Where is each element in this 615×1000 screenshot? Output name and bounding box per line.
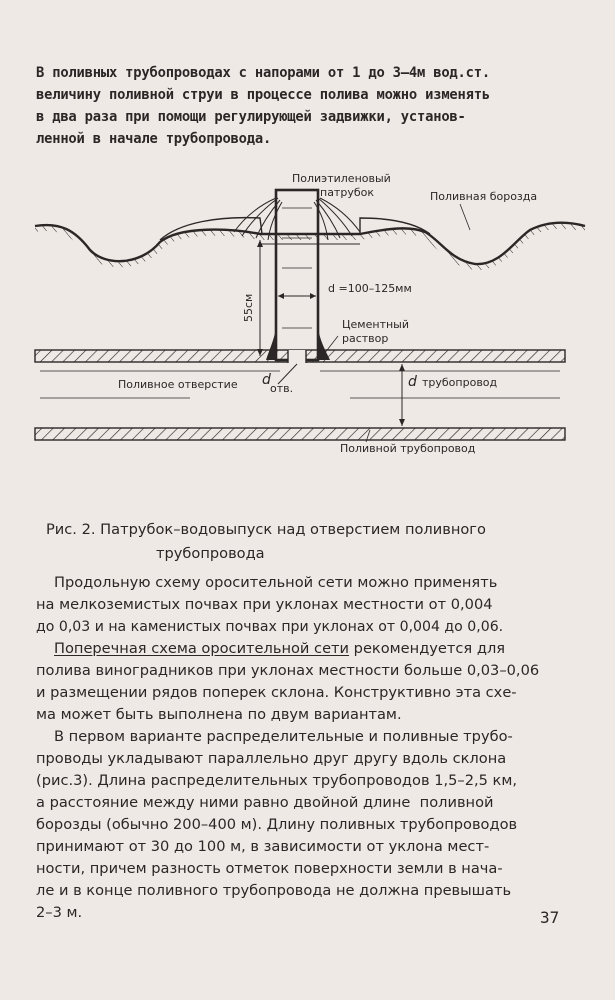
label-d-hole: d [262,372,271,388]
pipeline-water [40,370,560,399]
label-d-hole-sub: отв. [270,382,293,395]
label-diameter: d =100–125мм [328,282,412,295]
label-cement-1: Цементный [342,318,409,331]
page-number: 37 [540,908,560,927]
text-line: проводы укладывают параллельно друг друг… [36,750,507,767]
text-line: принимают от 30 до 100 м, в зависимости … [36,838,490,855]
ground-hatching [35,222,585,271]
paragraph-longitudinal: Продольную схему оросительной сети можно… [36,572,584,638]
text-line: а расстояние между ними равно двойной дл… [36,794,494,811]
text-line: В первом варианте распределительные и по… [54,728,513,745]
pipe-water-lines [282,207,312,329]
label-hole: Поливное отверстие [118,378,238,391]
label-patrubok: патрубок [320,186,374,199]
label-polyethylene: Полиэтиленовый [292,172,391,185]
text-line: ности, причем разность отметок поверхнос… [36,860,503,877]
text-line: борозды (обычно 200–400 м). Длину поливн… [36,816,518,833]
text-line: ма может быть выполнена по двум варианта… [36,706,402,723]
text-line: и размещении рядов поперек склона. Конст… [36,684,517,701]
label-pipeline-d: d [408,374,417,390]
outlet-pipe [274,188,320,362]
text-line: Продольную схему оросительной сети можно… [54,574,498,591]
label-pipeline-main: Поливной трубопровод [340,442,476,455]
text-line: Поперечная схема оросительной сети реком… [54,640,506,657]
mound-right [359,217,431,235]
paragraph-transverse: Поперечная схема оросительной сети реком… [36,638,584,726]
paragraph-first-variant: В первом варианте распределительные и по… [36,726,584,924]
underlined-term: Поперечная схема оросительной сети [54,640,350,657]
label-pipeline: трубопровод [422,376,498,389]
text-line: 2–3 м. [36,904,83,921]
text-line: (рис.3). Длина распределительных трубопр… [36,772,518,789]
figure-pipe-outlet-diagram: 55см Полиэтиленовый патрубок Поливная бо… [34,172,586,455]
height-label: 55см [242,294,255,322]
figure-caption: Рис. 2. Патрубок–водовыпуск над отверсти… [46,518,576,566]
text-line: ленной в начале трубопровода. [36,131,272,147]
caption-line: Рис. 2. Патрубок–водовыпуск над отверсти… [46,521,486,538]
text-line: величину поливной струи в процессе полив… [36,87,490,103]
label-cement-2: раствор [342,332,388,345]
text-line: полива виноградников при уклонах местнос… [36,662,540,679]
text-line: в два раза при помощи регулирующей задви… [36,109,466,125]
intro-paragraph: В поливных трубопроводах с напорами от 1… [36,62,584,150]
text-line: ле и в конце поливного трубопровода не д… [36,882,512,899]
text-line: на мелкоземистых почвах при уклонах мест… [36,596,493,613]
pipeline-bottom-wall [34,427,566,441]
text-line: В поливных трубопроводах с напорами от 1… [36,65,490,81]
caption-line: трубопровода [156,545,265,562]
label-furrow: Поливная борозда [430,190,537,203]
text-line: до 0,03 и на каменистых почвах при уклон… [36,619,504,635]
